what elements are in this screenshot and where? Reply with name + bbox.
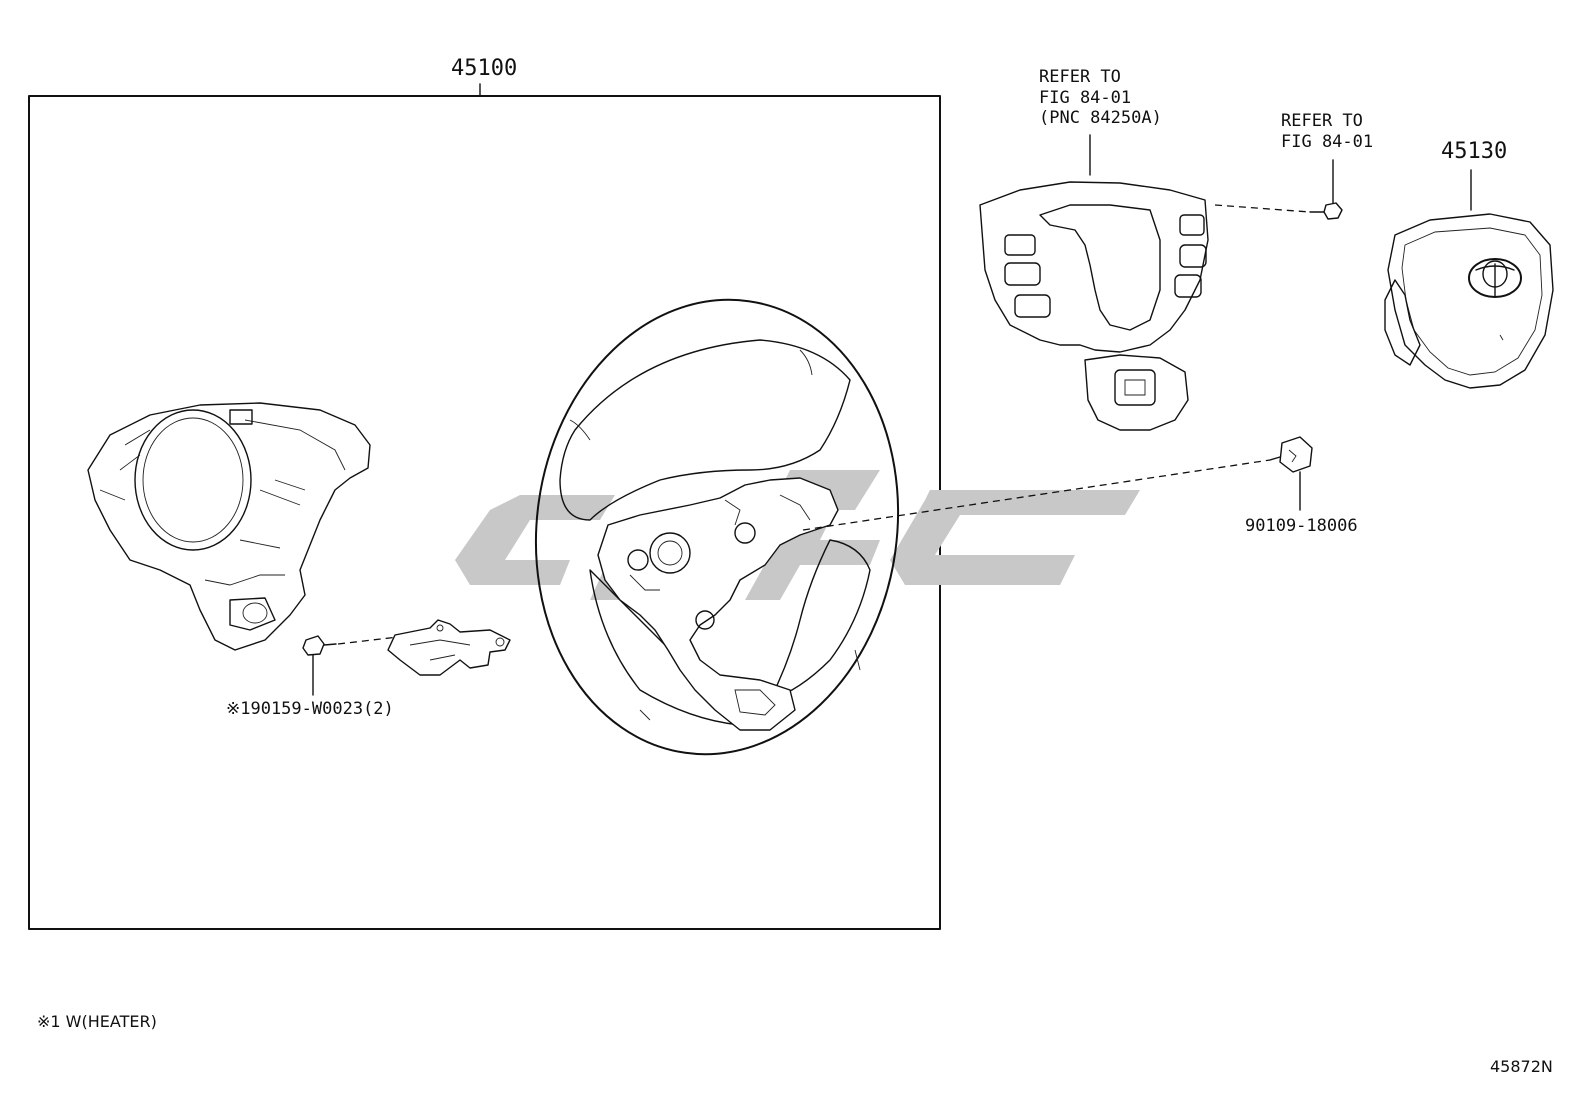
heater-footnote: ※1 W(HEATER) bbox=[37, 1012, 157, 1031]
bolt-part bbox=[802, 436, 1313, 531]
screw-reference-note: REFER TO FIG 84-01 bbox=[1281, 111, 1374, 152]
switch-cover-part bbox=[979, 134, 1209, 431]
airbag-part bbox=[1384, 169, 1554, 389]
steering-wheel-part bbox=[534, 298, 900, 756]
rear-cover-part bbox=[87, 402, 371, 651]
heater-screw-part bbox=[302, 635, 399, 696]
bolt-part-number: 90109-18006 bbox=[1245, 516, 1358, 536]
heater-screw-part-number: ※190159-W0023(2) bbox=[226, 699, 394, 719]
cover-reference-note: REFER TO FIG 84-01 (PNC 84250A) bbox=[1039, 67, 1162, 129]
diagram-id: 45872N bbox=[1490, 1057, 1553, 1076]
cover-screw-part bbox=[1214, 159, 1343, 220]
heater-bracket-part bbox=[387, 619, 511, 676]
assembly-part-number: 45100 bbox=[451, 56, 518, 81]
airbag-part-number: 45130 bbox=[1441, 139, 1508, 164]
